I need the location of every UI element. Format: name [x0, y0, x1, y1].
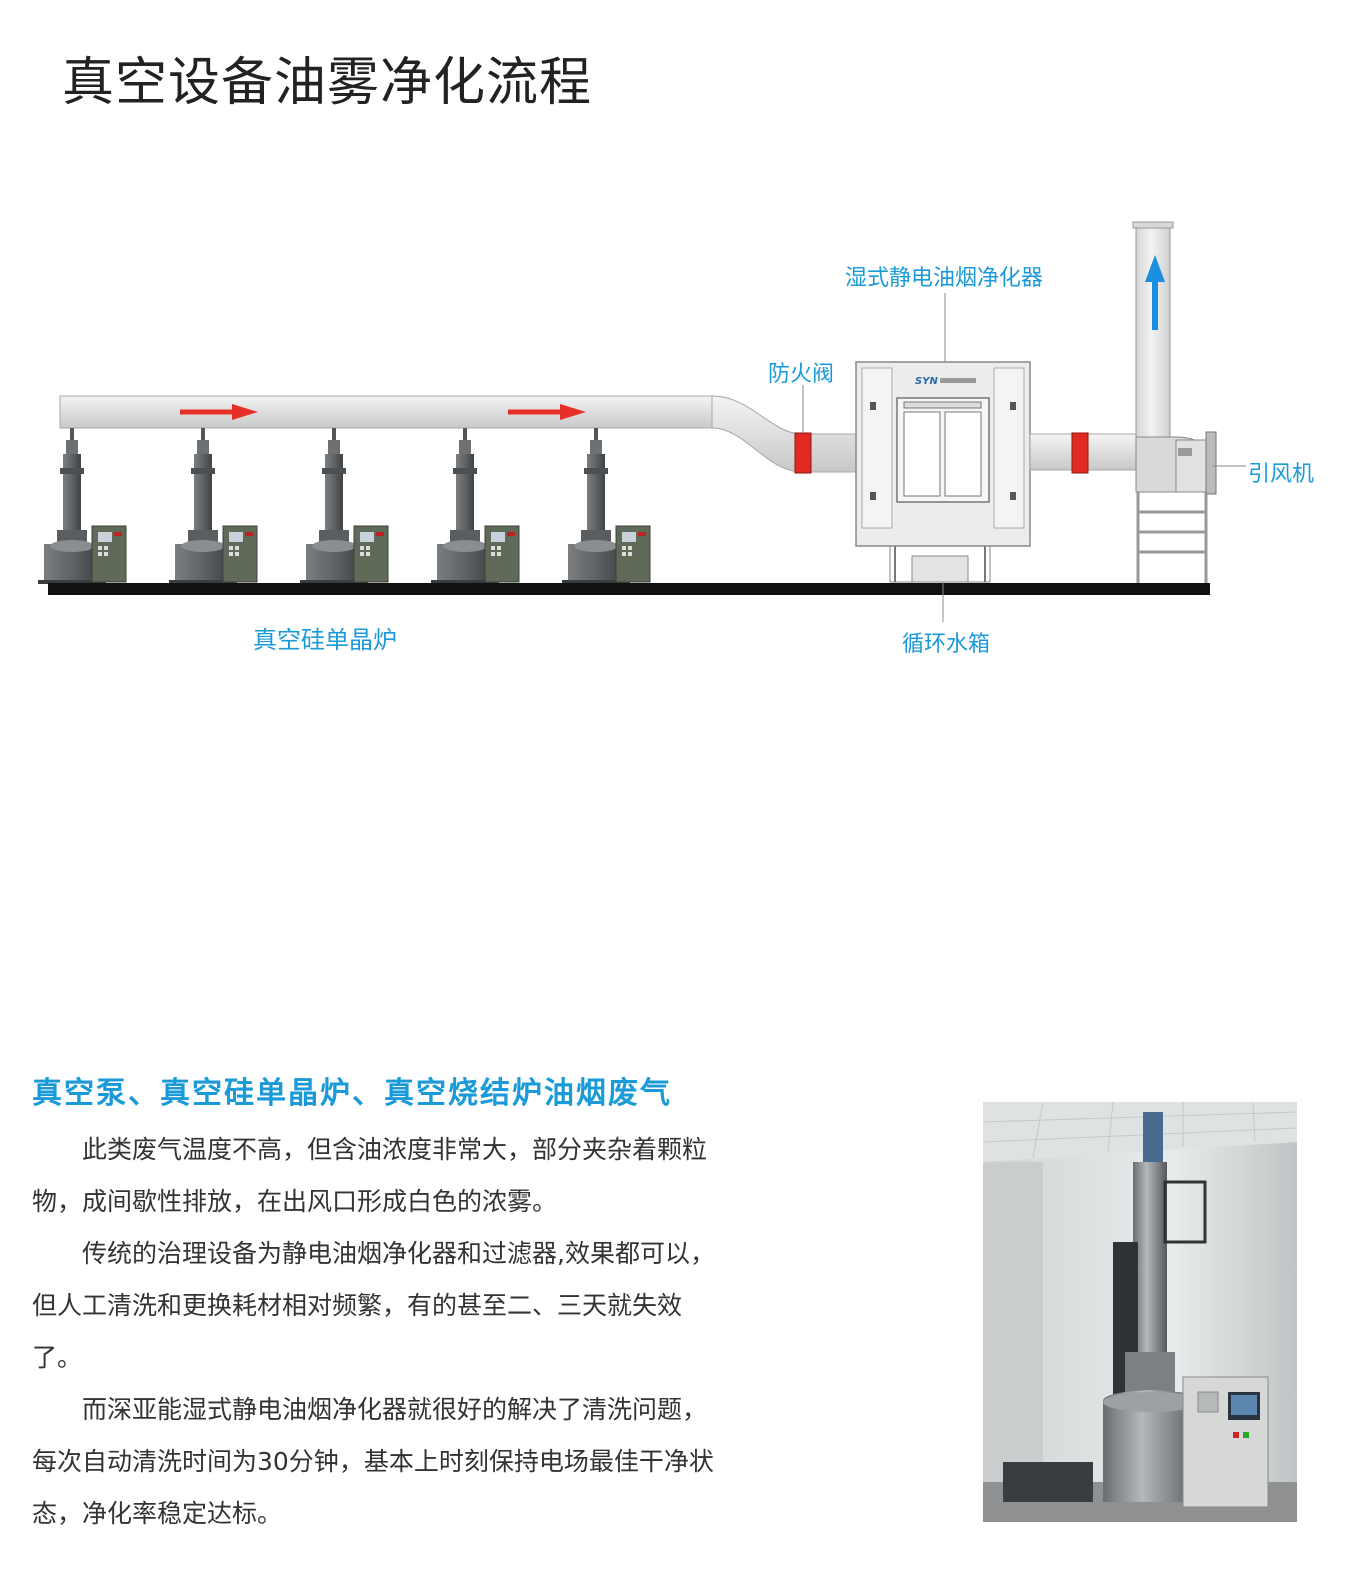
fire-valve-2: [1071, 432, 1089, 474]
svg-text:SYN: SYN: [915, 376, 938, 387]
paragraph-3: 而深亚能湿式静电油烟净化器就很好的解决了清洗问题，每次自动清洗时间为30分钟，基…: [32, 1395, 714, 1528]
label-fan: 引风机: [1248, 462, 1315, 487]
fan-stand: [1136, 492, 1208, 585]
induced-fan: [1135, 431, 1217, 495]
main-duct: [59, 395, 713, 429]
floor: [48, 583, 1210, 595]
furnace-unit: [430, 427, 520, 585]
label-purifier: 湿式静电油烟净化器: [845, 266, 1044, 291]
purifier-unit: SYN: [855, 361, 1031, 583]
fire-valve: [794, 432, 812, 474]
label-furnace: 真空硅单晶炉: [253, 626, 397, 654]
exhaust-stack: [1132, 221, 1174, 438]
furnace-unit: [37, 427, 127, 585]
page-title: 真空设备油雾净化流程: [62, 53, 593, 113]
label-fire-valve: 防火阀: [768, 362, 835, 387]
furnace-unit: [561, 427, 651, 585]
paragraph-1: 此类废气温度不高，但含油浓度非常大，部分夹杂着颗粒物，成间歇性排放，在出风口形成…: [32, 1135, 708, 1216]
furnace-unit: [168, 427, 258, 585]
furnace-unit: [299, 427, 389, 585]
furnace-photo: [983, 1102, 1297, 1522]
section-subtitle: 真空泵、真空硅单晶炉、真空烧结炉油烟废气: [32, 1076, 672, 1111]
elbow-duct: [711, 395, 861, 473]
paragraph-2: 传统的治理设备为静电油烟净化器和过滤器,效果都可以，但人工清洗和更换耗材相对频繁…: [32, 1239, 715, 1372]
process-diagram: SYN: [37, 221, 1246, 622]
label-water-tank: 循环水箱: [902, 632, 991, 657]
